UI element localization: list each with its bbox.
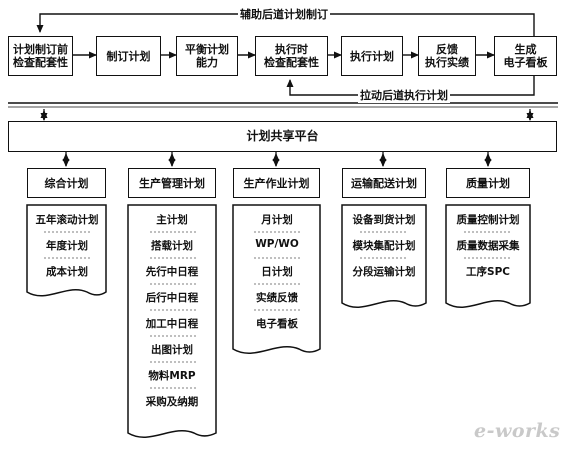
production-ops-item: 日计划 bbox=[261, 266, 293, 278]
step-check-at-execution: 执行时 检查配套性 bbox=[255, 36, 328, 76]
module-header-transport: 运输配送计划 bbox=[342, 168, 426, 198]
shared-platform-bar: 计划共享平台 bbox=[8, 121, 557, 152]
production-mgmt-item: 先行中日程 bbox=[145, 266, 199, 278]
doc-shape-transport bbox=[341, 204, 427, 308]
quality-item: 质量控制计划 bbox=[456, 214, 520, 226]
separator-line bbox=[8, 102, 558, 108]
module-header-production-ops: 生产作业计划 bbox=[233, 168, 320, 198]
production-mgmt-item: 出图计划 bbox=[151, 344, 193, 356]
item-dividers bbox=[44, 231, 512, 389]
step-make-plan: 制订计划 bbox=[96, 36, 161, 76]
module-header-comprehensive: 综合计划 bbox=[27, 168, 106, 198]
comprehensive-item: 年度计划 bbox=[46, 240, 88, 252]
transport-item: 设备到货计划 bbox=[352, 214, 416, 226]
step-generate-kanban: 生成 电子看板 bbox=[494, 36, 557, 76]
doc-shape-production-ops bbox=[232, 204, 321, 354]
production-mgmt-item: 后行中日程 bbox=[145, 292, 199, 304]
doc-shape-quality bbox=[445, 204, 531, 308]
doc-shape-production-mgmt bbox=[127, 204, 217, 438]
production-ops-item: WP/WO bbox=[255, 238, 299, 250]
production-ops-item: 月计划 bbox=[261, 214, 293, 226]
production-mgmt-item: 搭载计划 bbox=[151, 240, 193, 252]
step-execute-plan: 执行计划 bbox=[341, 36, 403, 76]
step-check-before-plan: 计划制订前 检查配套性 bbox=[8, 36, 73, 76]
production-mgmt-item: 采购及纳期 bbox=[145, 396, 199, 408]
comprehensive-item: 成本计划 bbox=[46, 266, 88, 278]
transport-item: 模块集配计划 bbox=[352, 240, 416, 252]
production-mgmt-item: 物料MRP bbox=[148, 370, 196, 382]
module-documents bbox=[26, 204, 531, 438]
production-mgmt-item: 加工中日程 bbox=[145, 318, 199, 330]
step-balance-capacity: 平衡计划 能力 bbox=[176, 36, 238, 76]
platform-connectors bbox=[40, 109, 534, 121]
step-feedback-results: 反馈 执行实绩 bbox=[418, 36, 476, 76]
transport-item: 分段运输计划 bbox=[352, 266, 416, 278]
doc-shape-comprehensive bbox=[26, 204, 107, 297]
quality-item: 质量数据采集 bbox=[456, 240, 520, 252]
feedback-bottom-label: 拉动后道执行计划 bbox=[358, 87, 450, 103]
production-ops-item: 电子看板 bbox=[256, 318, 298, 330]
comprehensive-item: 五年滚动计划 bbox=[35, 214, 99, 226]
production-mgmt-item: 主计划 bbox=[156, 214, 188, 226]
feedback-top-label: 辅助后道计划制订 bbox=[238, 6, 330, 22]
module-header-production-mgmt: 生产管理计划 bbox=[128, 168, 216, 198]
module-header-quality: 质量计划 bbox=[446, 168, 530, 198]
watermark-logo: e-works bbox=[474, 420, 561, 442]
module-connectors bbox=[62, 152, 492, 167]
production-ops-item: 实绩反馈 bbox=[256, 292, 298, 304]
quality-item: 工序SPC bbox=[466, 266, 510, 278]
